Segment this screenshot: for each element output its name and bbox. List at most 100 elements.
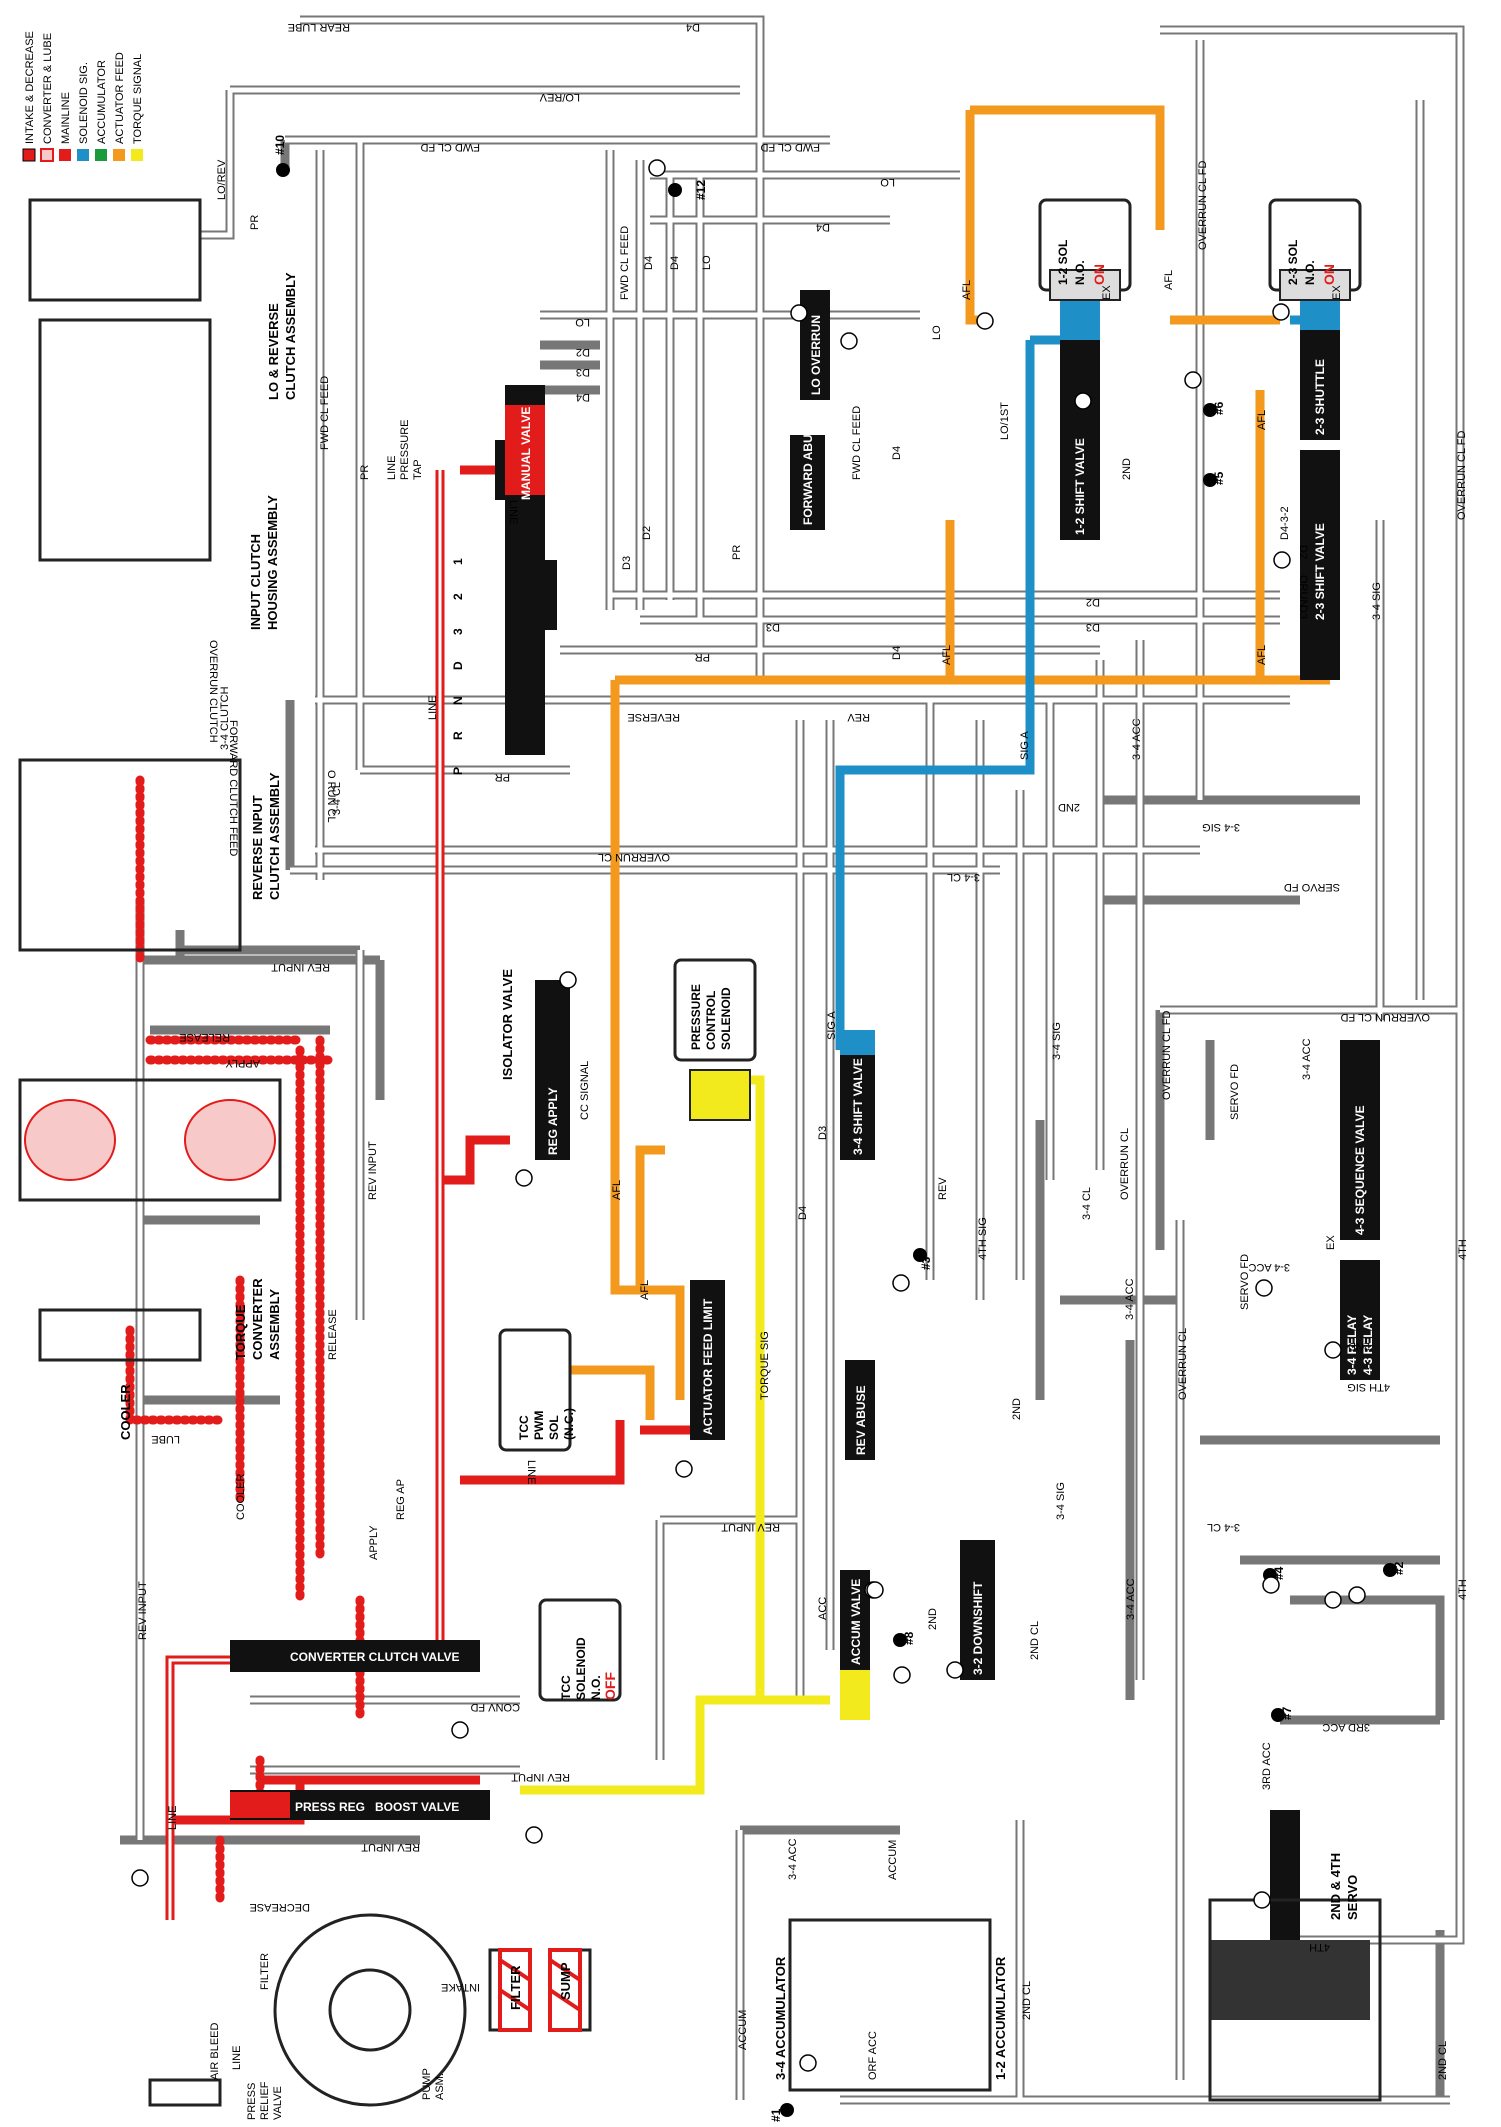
sig34-label-2: 3-4 SIG (1371, 582, 1383, 620)
tcc-pwm-2: PWM (532, 1411, 546, 1440)
sol12-type: N.O. (1073, 260, 1087, 285)
sequence-43-label: 4-3 SEQUENCE VALVE (1353, 1105, 1367, 1235)
press-reg-label: PRESS REG (295, 1800, 365, 1814)
pr-label-1: PR (695, 651, 710, 663)
valve-bodies (230, 290, 1380, 2020)
converter-clutch-label: CONVERTER CLUTCH VALVE (290, 1650, 460, 1664)
nd2-label-3: 2ND (1121, 458, 1133, 480)
d4-label-4: D4 (643, 256, 655, 270)
d3-label-6: D3 (1297, 605, 1309, 619)
sol12-name: 1-2 SOL (1056, 240, 1070, 285)
cl34-label-4: 3-4 CL (1081, 1187, 1093, 1220)
overrun-cl-label-1: OVERRUN CL (598, 851, 670, 863)
lo-label-3: LO (701, 255, 713, 270)
release-label-2: RELEASE (327, 1309, 339, 1360)
fwd-cl-fd-label-1: FWD CL FD (420, 141, 480, 153)
servo-fd-label-1: SERVO FD (1284, 881, 1340, 893)
legend-actuator: ACTUATOR FEED (114, 52, 126, 144)
line-label-2: LINE (507, 500, 519, 524)
sig-a-label-2: SIG A (826, 1011, 838, 1040)
sig34-label-1: 3-4 SIG (1202, 821, 1240, 833)
pump-label-1: PUMP (421, 2068, 433, 2100)
fwd-cl-fd-label-2: FWD CL FD (760, 141, 820, 153)
torque-converter-label-2: CONVERTER (250, 1278, 265, 1360)
torque-signal-passages (520, 1075, 830, 1795)
overrun-cl-label-2: OVERRUN CL (1119, 1128, 1131, 1200)
rev-label-2: REV (937, 1177, 949, 1200)
accum-34-label: 3-4 ACCUMULATOR (773, 1956, 788, 2080)
lo-reverse-label-1: LO & REVERSE (266, 303, 281, 400)
shift-23-label: 2-3 SHIFT VALVE (1313, 523, 1327, 620)
sig34-label-4: 3-4 SIG (1055, 1482, 1067, 1520)
intake-label: INTAKE (441, 1981, 480, 1993)
line-tap-3: TAP (412, 459, 424, 480)
reverse-input-label-2: CLUTCH ASSEMBLY (267, 772, 282, 900)
d2-label-4: D2 (1297, 545, 1309, 559)
acc34-label-3: 3-4 ACC (1301, 1038, 1313, 1080)
checkball-1: #1 (769, 2108, 783, 2122)
nd2-label-1: 2ND (1058, 801, 1080, 813)
sol23-type: N.O. (1303, 260, 1317, 285)
cl2nd-label-3: 2ND CL (1021, 1981, 1033, 2020)
d3-label-3: D3 (766, 621, 780, 633)
afl-label-1: AFL (961, 280, 973, 300)
gear-2: 2 (451, 593, 465, 600)
d4-label-6: D4 (891, 446, 903, 460)
line-label-1: LINE (427, 696, 439, 720)
servo-fd-label-2: SERVO FD (1229, 1064, 1241, 1120)
checkball-2: #2 (1392, 1561, 1406, 1575)
acc34-label-4: 3-4 ACC (1124, 1278, 1136, 1320)
overrun-clutch-label: OVERRUN CLUTCH (207, 640, 219, 743)
actuator-feed-passages (520, 105, 1330, 1420)
solenoid-labels: 1-2 SOL N.O. ON 2-3 SOL N.O. ON (1056, 240, 1337, 285)
fwd-cl-feed-label-1: FWD CL FEED (319, 376, 331, 450)
legend-accumulator: ACCUMULATOR (96, 60, 108, 144)
rev-input-label-1: REV INPUT (271, 961, 330, 973)
cl34-label-2: 3-4 CL (1207, 1521, 1240, 1533)
servo-label-1: 2ND & 4TH (1328, 1853, 1343, 1920)
gear-n: N (451, 696, 465, 705)
accum-12-label: 1-2 ACCUMULATOR (993, 1956, 1008, 2080)
checkball-8: #8 (902, 1631, 916, 1645)
solenoids (498, 198, 1362, 1702)
fwd-cl-feed-label-2: FWD CL FEED (619, 226, 631, 300)
acc34-label-1: 3-4 ACC (1248, 1261, 1290, 1273)
lo-label-4: LO (931, 325, 943, 340)
conv-fd-label: CONV FD (470, 1701, 520, 1713)
relay-43-label: 4-3 RELAY (1361, 1315, 1375, 1375)
tcc-pwm-3: SOL (547, 1415, 561, 1440)
downshift-32-label: 3-2 DOWNSHIFT (971, 1581, 985, 1675)
d4-label-2: D4 (816, 221, 830, 233)
press-relief-1: PRESS (246, 2083, 258, 2120)
d4-label-5: D4 (669, 256, 681, 270)
apply-label-2: APPLY (368, 1525, 380, 1560)
filter-sump (498, 1948, 582, 2032)
sig4th-label-1: 4TH SIG (1347, 1381, 1390, 1393)
overrun-cl-label-3: OVERRUN CL (1177, 1328, 1189, 1400)
assembly-labels: LO & REVERSE CLUTCH ASSEMBLY INPUT CLUTC… (118, 272, 1360, 2120)
checkball-7: #7 (1280, 1706, 1294, 1720)
legend-mainline: MAINLINE (60, 92, 72, 144)
input-clutch-label-2: HOUSING ASSEMBLY (265, 495, 280, 630)
pr-label-2: PR (495, 771, 510, 783)
tcc-sol-2: SOLENOID (574, 1637, 588, 1700)
cooler-label: COOLER (118, 1384, 133, 1440)
gear-1: 1 (451, 558, 465, 565)
servo-fd-label-3: SERVO FD (1239, 1254, 1251, 1310)
nd2-label-4: 2ND (927, 1608, 939, 1630)
acc3rd-label: 3RD ACC (1322, 1721, 1370, 1733)
gear-r: R (451, 731, 465, 740)
press-relief-3: VALVE (272, 2086, 284, 2120)
d3-label-4: D3 (621, 556, 633, 570)
tcc-sol-3: N.O. (589, 1675, 603, 1700)
sump-label: SUMP (558, 1962, 573, 2000)
line-label-3: LINE (525, 1460, 537, 1484)
gear-p: P (451, 767, 465, 775)
acc3rd-label-2: 3RD ACC (1261, 1742, 1273, 1790)
input-clutch-label-1: INPUT CLUTCH (248, 534, 263, 630)
boost-label: BOOST VALVE (375, 1800, 459, 1814)
torque-converter-fill (24, 1099, 276, 1181)
torque-converter-label-3: ASSEMBLY (267, 1289, 282, 1360)
checkballs: #1 #2 #3 #4 #5 #6 #7 #8 #10 #12 (273, 135, 1406, 2122)
checkball-4: #4 (1272, 1566, 1286, 1580)
